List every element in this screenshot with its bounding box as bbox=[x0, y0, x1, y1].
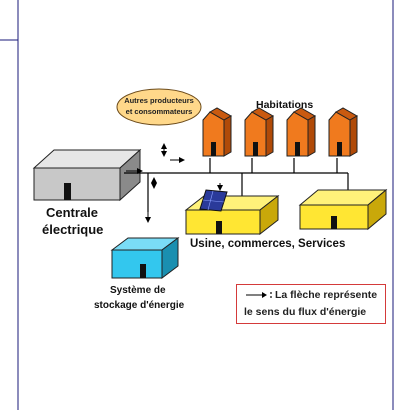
flow-arrows bbox=[126, 143, 223, 223]
house-icon-4 bbox=[328, 107, 359, 157]
distribution-lines bbox=[124, 158, 349, 212]
industry-label: Usine, commerces, Services bbox=[190, 238, 346, 250]
producers-ellipse bbox=[116, 88, 202, 126]
power-plant-icon bbox=[32, 148, 142, 202]
storage-icon bbox=[110, 237, 180, 279]
house-icon-2 bbox=[244, 107, 275, 157]
house-icon-3 bbox=[286, 107, 317, 157]
house-icon-1 bbox=[202, 107, 233, 157]
legend-line2: le sens du flux d'énergie bbox=[244, 306, 367, 318]
storage-label-line2: stockage d'énergie bbox=[94, 300, 185, 311]
legend-line1: La flèche représente bbox=[275, 289, 378, 301]
factory-icon-2 bbox=[298, 188, 388, 231]
storage-label-line1: Système de bbox=[110, 285, 166, 296]
producers-label: Autres producteurs et consommateurs bbox=[118, 95, 200, 117]
arrow-icon bbox=[246, 292, 272, 298]
solar-panel-icon bbox=[199, 189, 228, 212]
producers-line2: et consommateurs bbox=[125, 107, 193, 116]
page-frame bbox=[0, 0, 394, 410]
power-plant-label-line2: électrique bbox=[42, 222, 104, 237]
producers-line1: Autres producteurs bbox=[124, 96, 194, 105]
habitations-label: Habitations bbox=[256, 99, 314, 111]
factory-icon-1 bbox=[184, 194, 280, 236]
legend-box: La flèche représente le sens du flux d'é… bbox=[236, 284, 386, 324]
power-plant-label-line1: Centrale bbox=[46, 205, 99, 220]
